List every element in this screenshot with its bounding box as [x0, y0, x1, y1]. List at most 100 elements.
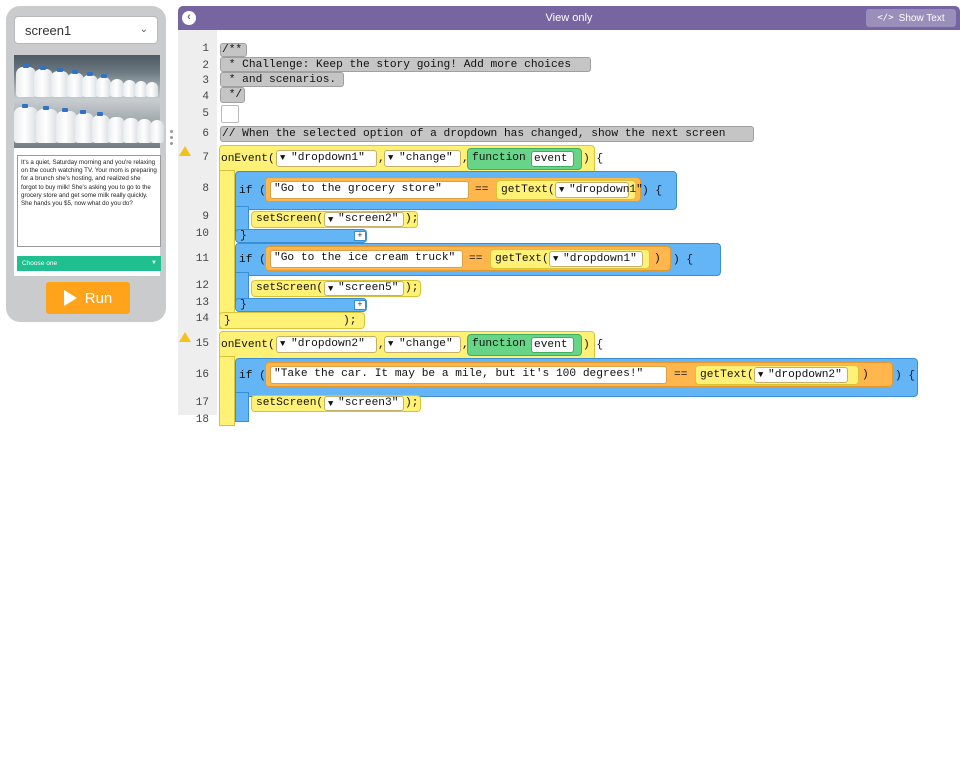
run-button[interactable]: Run [46, 282, 130, 314]
dropdown-id-parameter[interactable]: ▼ "dropdown1" [549, 251, 643, 267]
run-label: Run [84, 289, 113, 307]
dropdown-arrow-icon: ▼ [758, 370, 764, 380]
comma: , [462, 339, 469, 351]
if-keyword: if ( [239, 254, 266, 266]
id-string: "dropdown1" [291, 152, 365, 164]
line-number: 7 [202, 152, 209, 164]
on-event-block-end[interactable]: } ); [219, 312, 365, 329]
line-number-gutter: 1 2 3 4 5 6 7 8 9 10 11 12 13 14 15 16 1… [178, 30, 217, 426]
screen-id-parameter[interactable]: ▼ "screen2" [324, 212, 404, 227]
get-text-block[interactable]: getText( ▼ "dropdown2" [695, 365, 859, 385]
closing-paren: ) [654, 253, 661, 265]
open-brace: ) { [673, 254, 694, 266]
string-literal[interactable]: "Go to the grocery store" [270, 181, 469, 199]
statement-end: ); [405, 213, 419, 225]
function-keyword: function [472, 152, 526, 164]
set-screen-keyword: setScreen( [256, 213, 324, 225]
set-screen-block[interactable]: setScreen( ▼ "screen5" ); [251, 280, 421, 297]
closing-brace: } [240, 230, 247, 242]
story-text-area[interactable]: It's a quiet, Saturday morning and you'r… [17, 155, 161, 247]
get-text-keyword: getText( [495, 253, 549, 265]
if-block-spine [235, 392, 249, 422]
line-number: 15 [195, 338, 209, 350]
comment-block[interactable]: * and scenarios. [220, 72, 344, 87]
dropdown-arrow-icon: ▼ [388, 339, 394, 349]
milk-shelf-image [14, 55, 164, 148]
set-screen-block[interactable]: setScreen( ▼ "screen2" ); [251, 211, 418, 228]
app-screen: It's a quiet, Saturday morning and you'r… [14, 55, 164, 276]
set-screen-keyword: setScreen( [256, 397, 324, 409]
back-arrow-icon[interactable]: ‹ [182, 11, 196, 25]
line-number: 9 [202, 211, 209, 223]
function-block[interactable]: function event [467, 334, 582, 356]
function-block[interactable]: function event [467, 148, 582, 170]
caret-down-icon: ▼ [151, 260, 157, 266]
editor-header: ‹ View only </> Show Text [178, 6, 960, 30]
string-literal[interactable]: "Take the car. It may be a mile, but it'… [270, 366, 667, 384]
condition-block[interactable]: "Go to the grocery store" == getText( ▼ … [265, 177, 643, 202]
string-text: "Go to the grocery store" [274, 183, 442, 195]
on-event-block-spine [219, 356, 235, 426]
dropdown-id-parameter[interactable]: ▼ "dropdown2" [754, 367, 848, 383]
get-text-keyword: getText( [700, 369, 754, 381]
if-block-end[interactable]: } + [235, 229, 367, 243]
dropdown-arrow-icon: ▼ [328, 399, 334, 409]
line-number: 17 [195, 397, 209, 409]
id-string: "dropdown1" [569, 184, 643, 196]
show-text-button[interactable]: </> Show Text [866, 9, 956, 27]
on-event-block-spine [219, 170, 235, 329]
event-param[interactable]: event [531, 337, 574, 353]
screen-id-parameter[interactable]: ▼ "screen3" [324, 396, 404, 411]
choice-dropdown-label: Choose one [22, 260, 58, 267]
closing-brace: } [224, 315, 231, 327]
comment-block[interactable]: /** [220, 43, 247, 57]
block-workspace[interactable]: /** * Challenge: Keep the story going! A… [217, 30, 960, 426]
closing-brace: } [240, 299, 247, 311]
screen-string: "screen3" [338, 397, 399, 409]
if-block-end[interactable]: } + [235, 298, 367, 312]
screen-selector[interactable]: screen1 ⌄ [14, 16, 158, 44]
choice-dropdown[interactable]: Choose one ▼ [17, 256, 161, 271]
comment-text: */ [222, 89, 243, 101]
dropdown-arrow-icon: ▼ [388, 153, 394, 163]
string-literal[interactable]: "Go to the ice cream truck" [270, 250, 463, 268]
event-type-parameter[interactable]: ▼ "change" [384, 150, 461, 167]
id-string: "dropdown2" [291, 338, 365, 350]
dropdown-id-parameter[interactable]: ▼ "dropdown1" [276, 150, 377, 167]
if-keyword: if ( [239, 370, 266, 382]
set-screen-block[interactable]: setScreen( ▼ "screen3" ); [251, 395, 421, 412]
dropdown-id-parameter[interactable]: ▼ "dropdown1" [555, 182, 643, 198]
line-number: 8 [202, 183, 209, 195]
condition-block[interactable]: "Take the car. It may be a mile, but it'… [265, 362, 893, 387]
equals-operator: == [475, 184, 489, 196]
comment-block[interactable]: * Challenge: Keep the story going! Add m… [220, 57, 591, 72]
dropdown-id-parameter[interactable]: ▼ "dropdown2" [276, 336, 377, 353]
comma: , [378, 153, 385, 165]
line-number: 10 [195, 228, 209, 240]
empty-line-block[interactable] [221, 105, 239, 123]
if-keyword: if ( [239, 185, 266, 197]
code-editor: ‹ View only </> Show Text 1 2 3 4 5 6 7 … [178, 6, 960, 426]
view-only-title: View only [545, 12, 593, 24]
event-type-parameter[interactable]: ▼ "change" [384, 336, 461, 353]
open-brace: ) { [583, 153, 604, 165]
dropdown-arrow-icon: ▼ [328, 284, 334, 294]
app-preview-panel: screen1 ⌄ [6, 6, 166, 322]
comment-block[interactable]: */ [220, 87, 245, 103]
add-else-icon[interactable]: + [354, 231, 366, 241]
closing-paren: ) [862, 369, 869, 381]
condition-block[interactable]: "Go to the ice cream truck" == getText( … [265, 246, 671, 271]
event-param[interactable]: event [531, 151, 574, 167]
comma: , [462, 153, 469, 165]
string-text: "Go to the ice cream truck" [274, 252, 456, 264]
comment-text: * Challenge: Keep the story going! Add m… [222, 59, 572, 71]
get-text-block[interactable]: getText( ▼ "dropdown1" [490, 249, 650, 269]
resize-handle[interactable] [170, 130, 174, 152]
comment-line-block[interactable]: // When the selected option of a dropdow… [220, 126, 754, 142]
dropdown-arrow-icon: ▼ [280, 153, 286, 163]
add-else-icon[interactable]: + [354, 300, 366, 310]
line-number: 11 [195, 253, 209, 265]
screen-id-parameter[interactable]: ▼ "screen5" [324, 281, 404, 296]
get-text-block[interactable]: getText( ▼ "dropdown1" [496, 180, 643, 200]
dropdown-arrow-icon: ▼ [559, 185, 565, 195]
